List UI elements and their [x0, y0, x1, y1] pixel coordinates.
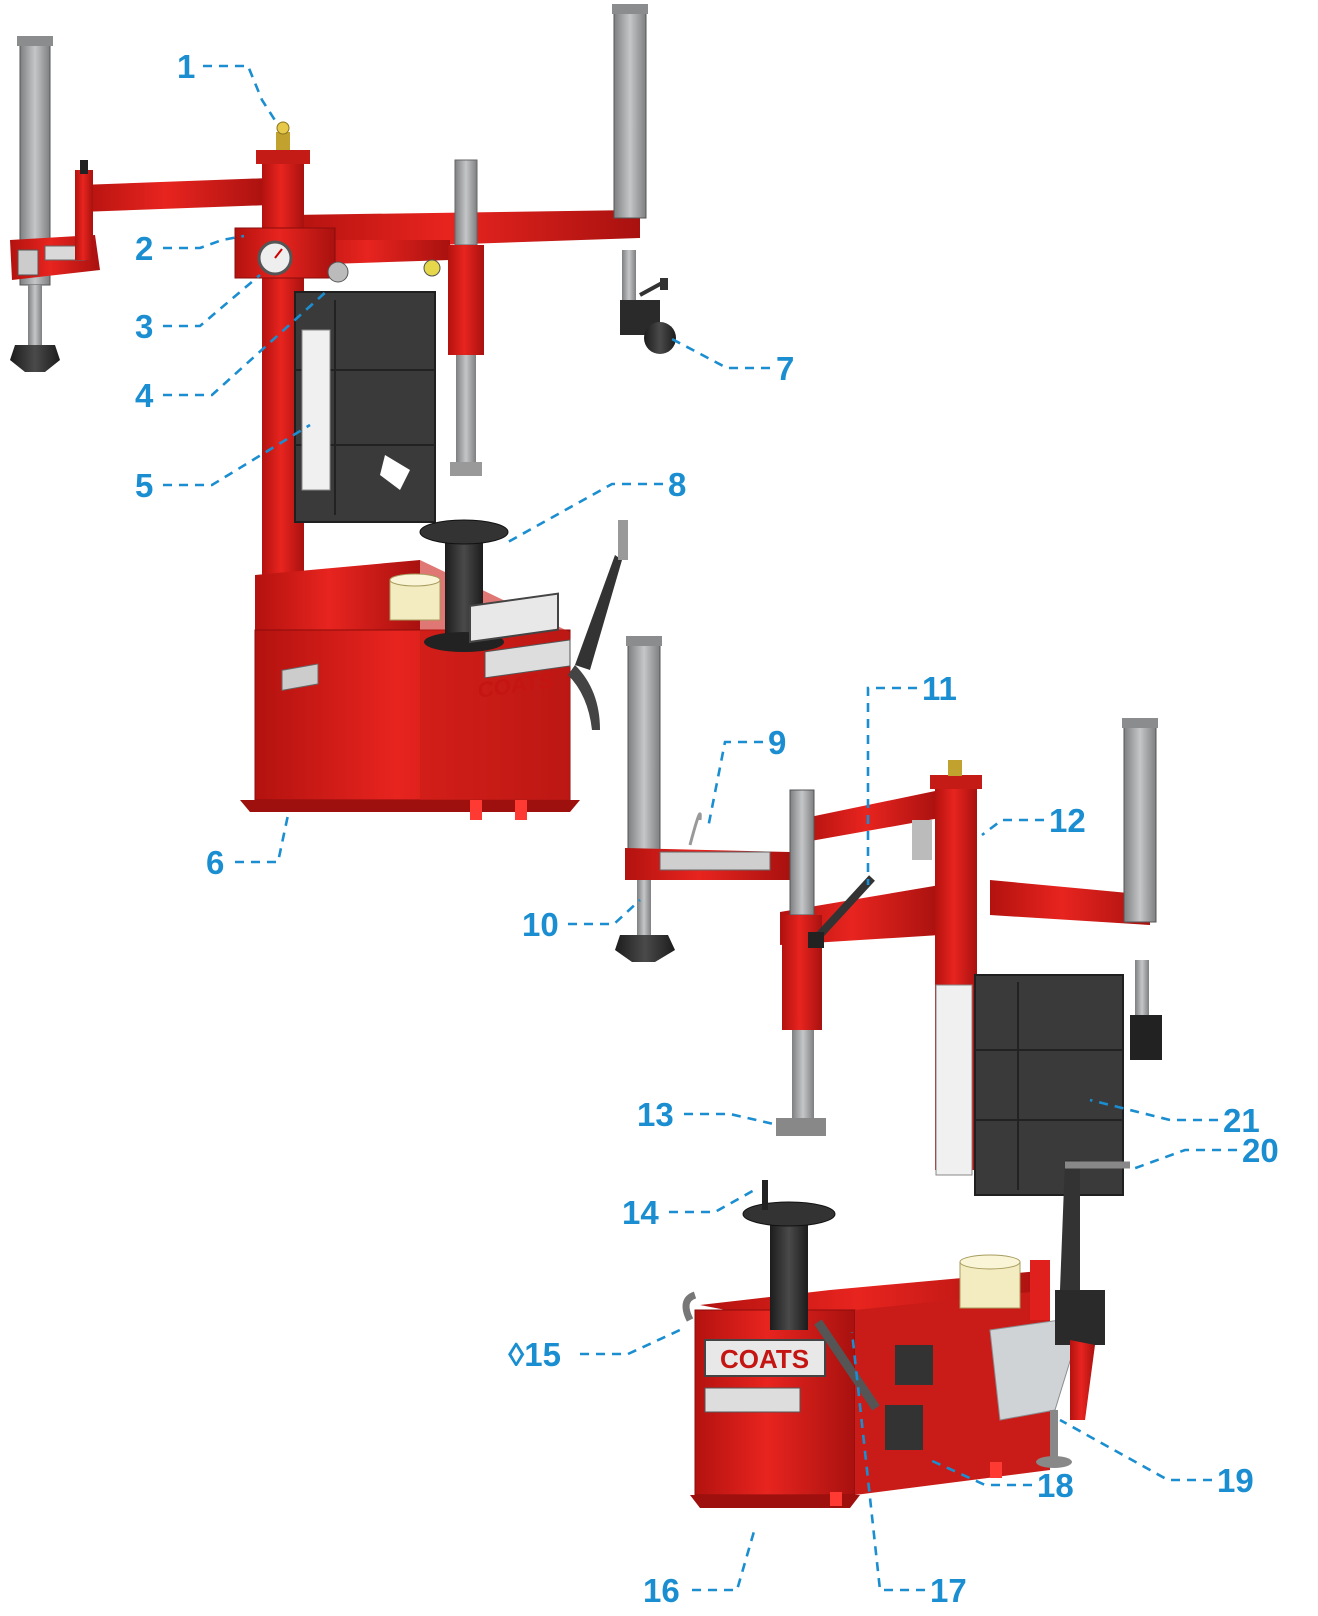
- rear-upper-arm-beam: [805, 790, 940, 842]
- callout-10: 10: [522, 906, 559, 943]
- rear-left-assist-cylinder: [627, 639, 661, 851]
- leader-4: [163, 289, 329, 397]
- callout-6: 6: [206, 844, 224, 881]
- leader-5: [163, 423, 311, 487]
- callout-20: 20: [1242, 1132, 1279, 1169]
- leader-10: [568, 899, 641, 926]
- leader-1: [203, 64, 280, 126]
- leader-20: [1129, 1148, 1237, 1172]
- callout-leaders: [163, 64, 1237, 1592]
- callout-21: 21: [1223, 1102, 1260, 1139]
- leader-21: [1089, 1098, 1218, 1122]
- rear-coats-logo-text: COATS: [720, 1344, 809, 1374]
- callout-5: 5: [135, 467, 153, 504]
- callout-17: 17: [930, 1572, 967, 1609]
- press-roller: [644, 322, 676, 354]
- leader-12: [981, 818, 1044, 837]
- callout-1: 1: [177, 48, 195, 85]
- cabinet-top: [255, 560, 420, 635]
- rear-right-assist-cylinder: [1123, 721, 1157, 923]
- bead-breaker-red-arm: [1070, 1340, 1095, 1420]
- callout-9: 9: [768, 724, 786, 761]
- rear-tool-tray-rack: [974, 974, 1124, 1196]
- callout-4: 4: [135, 377, 154, 414]
- leader-14: [669, 1186, 759, 1214]
- rear-turntable-post: [770, 1220, 808, 1330]
- callout-3: 3: [135, 308, 153, 345]
- leader-11: [866, 686, 917, 885]
- tire-changer-front-view: COATS: [10, 4, 676, 820]
- callout-18: 18: [1037, 1467, 1074, 1504]
- callout-labels: 1 2 3 4 5 6 7 8 9 10 11 12 13 14 ◊15 16 …: [135, 48, 1279, 1609]
- upper-arm-beam: [80, 178, 270, 212]
- bead-breaker-arm: [575, 555, 622, 670]
- leader-9: [706, 740, 763, 829]
- leader-2: [163, 234, 245, 250]
- callout-7: 7: [776, 350, 794, 387]
- leader-15: [580, 1328, 681, 1356]
- leader-18: [929, 1458, 1032, 1487]
- callout-15: ◊15: [508, 1336, 561, 1373]
- callout-13: 13: [637, 1096, 674, 1133]
- leader-6: [235, 814, 290, 864]
- coats-logo-plate: [469, 592, 559, 644]
- control-pedal-panel: [484, 639, 571, 679]
- right-assist-cylinder: [613, 7, 647, 219]
- callout-16: 16: [643, 1572, 680, 1609]
- rear-coats-logo-plate: [704, 1339, 826, 1377]
- leader-8: [507, 482, 663, 544]
- callout-14: 14: [622, 1194, 659, 1231]
- leader-16: [692, 1527, 757, 1592]
- callout-8: 8: [668, 466, 686, 503]
- callout-11: 11: [922, 670, 957, 707]
- leader-13: [684, 1112, 779, 1127]
- callout-19: 19: [1217, 1462, 1254, 1499]
- leader-7: [669, 336, 770, 370]
- leader-19: [1059, 1418, 1212, 1482]
- rear-control-panel: [704, 1387, 801, 1413]
- callout-2: 2: [135, 230, 153, 267]
- tire-changer-rear-view: COATS: [615, 636, 1162, 1508]
- leader-3: [163, 274, 261, 328]
- callout-12: 12: [1049, 802, 1086, 839]
- left-assist-roller: [10, 345, 60, 372]
- lube-bucket: [389, 579, 441, 621]
- bead-breaker-blade: [989, 1319, 1076, 1421]
